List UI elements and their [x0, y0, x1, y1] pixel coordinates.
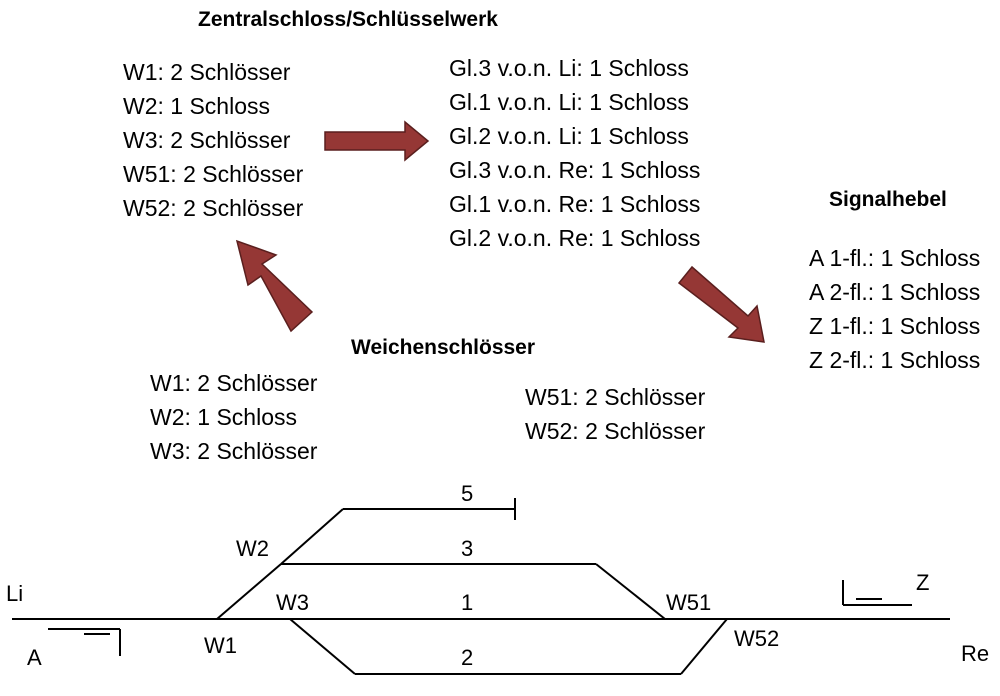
arrow-right-icon — [324, 120, 430, 162]
signal-a-label: A — [27, 645, 42, 670]
list-item: W51: 2 Schlösser — [123, 161, 304, 187]
list-item: Gl.3 v.o.n. Re: 1 Schloss — [449, 157, 701, 183]
list-item: W2: 1 Schloss — [123, 93, 270, 119]
direction-re-label: Re — [961, 641, 990, 666]
list-item: Gl.1 v.o.n. Re: 1 Schloss — [449, 191, 701, 217]
zentralschloss-title: Zentralschloss/Schlüsselwerk — [198, 8, 498, 31]
list-item: W1: 2 Schlösser — [150, 370, 318, 396]
w51-diverging-line — [595, 563, 666, 620]
list-item: W3: 2 Schlösser — [150, 438, 318, 464]
weichenschloesser-right-list: W51: 2 Schlösser W52: 2 Schlösser — [525, 380, 705, 448]
list-item: A 2-fl.: 1 Schloss — [809, 279, 981, 305]
zentral-gleise-list: Gl.3 v.o.n. Li: 1 Schloss Gl.1 v.o.n. Li… — [449, 51, 700, 255]
arrow-up-left-icon — [235, 239, 314, 333]
list-item: W52: 2 Schlösser — [123, 195, 304, 221]
list-item: W51: 2 Schlösser — [525, 384, 706, 410]
track-5-label: 5 — [461, 481, 474, 506]
w52-diverging-line — [680, 618, 728, 675]
w3-diverging-line — [289, 618, 356, 675]
list-item: Gl.3 v.o.n. Li: 1 Schloss — [449, 55, 689, 81]
list-item: Gl.2 v.o.n. Re: 1 Schloss — [449, 225, 701, 251]
list-item: W3: 2 Schlösser — [123, 127, 291, 153]
track-1-label: 1 — [461, 590, 474, 615]
switch-w2-label: W2 — [236, 536, 269, 561]
w2-diverging-line — [280, 508, 344, 565]
list-item: Gl.1 v.o.n. Li: 1 Schloss — [449, 89, 689, 115]
track-3-label: 3 — [461, 536, 474, 561]
signalhebel-title: Signalhebel — [829, 188, 947, 211]
list-item: A 1-fl.: 1 Schloss — [809, 245, 981, 271]
zentral-weichen-list: W1: 2 Schlösser W2: 1 Schloss W3: 2 Schl… — [123, 55, 303, 225]
switch-w1-label: W1 — [204, 633, 237, 658]
track-layout — [12, 498, 950, 675]
list-item: Z 1-fl.: 1 Schloss — [809, 313, 981, 339]
list-item: Gl.2 v.o.n. Li: 1 Schloss — [449, 123, 689, 149]
list-item: W52: 2 Schlösser — [525, 418, 706, 444]
track-2-label: 2 — [461, 645, 474, 670]
arrow-down-right-icon — [677, 265, 765, 343]
signalhebel-list: A 1-fl.: 1 Schloss A 2-fl.: 1 Schloss Z … — [809, 241, 980, 377]
list-item: W2: 1 Schloss — [150, 404, 297, 430]
direction-li-label: Li — [6, 581, 24, 606]
w1-diverging-line — [216, 563, 282, 620]
list-item: W1: 2 Schlösser — [123, 59, 291, 85]
signal-z-label: Z — [916, 570, 930, 595]
switch-w52-label: W52 — [734, 626, 780, 651]
switch-w51-label: W51 — [666, 590, 712, 615]
weichenschloesser-left-list: W1: 2 Schlösser W2: 1 Schloss W3: 2 Schl… — [150, 366, 317, 468]
list-item: Z 2-fl.: 1 Schloss — [809, 347, 981, 373]
weichenschloesser-title: Weichenschlösser — [351, 336, 536, 359]
switch-w3-label: W3 — [276, 590, 309, 615]
